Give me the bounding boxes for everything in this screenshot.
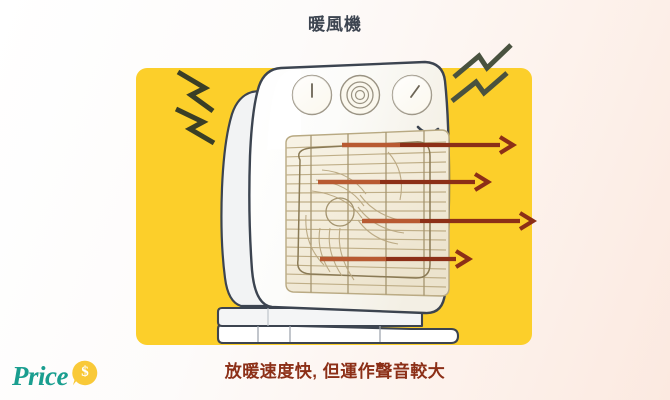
price-logo-wordmark: Price xyxy=(12,361,68,391)
dollar-badge-shape xyxy=(72,360,98,386)
dollar-badge-icon: $ xyxy=(72,360,98,386)
front-grille xyxy=(285,129,450,297)
heat-arrow-4 xyxy=(320,249,474,269)
knob-right[interactable] xyxy=(391,74,433,116)
knob-left[interactable] xyxy=(291,74,333,116)
heat-arrow-2 xyxy=(318,172,493,192)
spark-bolt-right-upper xyxy=(452,43,513,79)
spark-bolt-right-lower xyxy=(450,71,509,103)
caption-text: 放暖速度快, 但運作聲音較大 xyxy=(224,362,446,381)
spark-bolt-left-upper xyxy=(176,69,215,114)
price-logo[interactable]: Price $ xyxy=(10,358,110,396)
heater-base-stand xyxy=(216,306,460,345)
knob-center[interactable] xyxy=(339,74,381,116)
heat-arrow-3 xyxy=(362,211,538,231)
page-title: 暖風機 xyxy=(308,15,362,34)
dollar-symbol: $ xyxy=(81,364,89,380)
heat-arrow-1 xyxy=(342,135,518,155)
spark-bolt-left-lower xyxy=(174,106,216,146)
